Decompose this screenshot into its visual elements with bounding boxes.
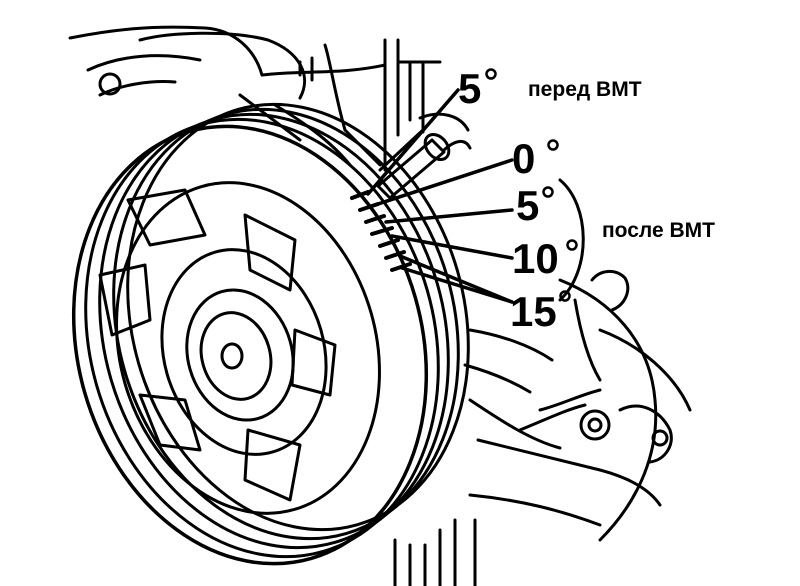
- leader-15-b: [400, 266, 514, 304]
- leader-lines: [366, 88, 585, 304]
- degree-mark: [542, 186, 554, 198]
- crankshaft-pulley: [71, 102, 470, 566]
- label-before-tdc: перед ВМТ: [528, 78, 642, 101]
- leader-10: [390, 234, 514, 260]
- label-5-before: 5: [458, 65, 481, 112]
- label-15: 15: [510, 288, 557, 335]
- label-after-tdc: после ВМТ: [602, 219, 715, 242]
- after-tdc-bracket: [558, 178, 585, 302]
- label-0: 0: [512, 135, 535, 182]
- label-5-after: 5: [516, 182, 539, 229]
- degree-mark: [485, 68, 497, 80]
- degree-mark: [559, 290, 571, 302]
- leader-5-after: [384, 208, 514, 224]
- leader-0: [376, 158, 514, 206]
- leader-15-a: [398, 254, 514, 304]
- engine-block: [68, 25, 692, 586]
- degree-mark: [566, 239, 578, 251]
- leader-5-before: [366, 88, 460, 196]
- label-10: 10: [512, 235, 559, 282]
- degree-mark: [547, 139, 559, 151]
